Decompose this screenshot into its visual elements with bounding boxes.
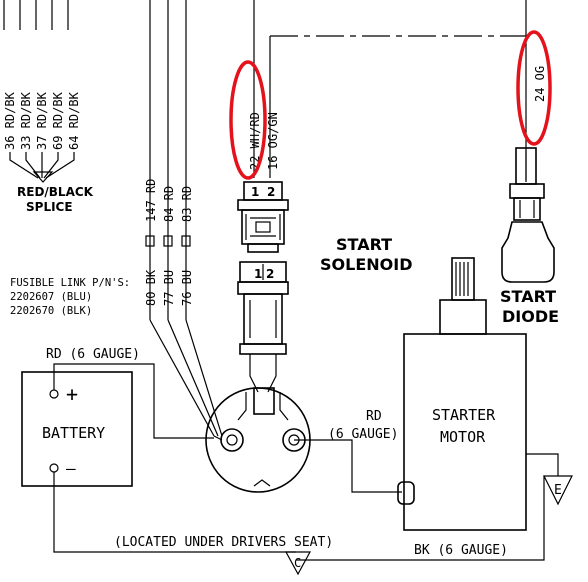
solenoid-to-starter-cable: [294, 439, 402, 493]
ground-c-symbol: [284, 551, 312, 576]
battery-negative-terminal: [49, 463, 59, 473]
splice-wire-label: 33 RD/BK: [19, 91, 33, 150]
fusible-link-part: 2202607 (BLU): [10, 291, 92, 303]
starter-motor-symbol: [397, 257, 527, 531]
fuse-wire-label: 77 BU: [162, 270, 176, 306]
ground-c-label: C: [294, 556, 301, 570]
battery-box: [21, 371, 133, 487]
rd-6-gauge-label-mid: RD: [366, 409, 382, 424]
fuse-wire-labels-bottom: 80 BK 77 BU 76 BU: [144, 269, 194, 306]
fuse-to-solenoid-wires: [149, 319, 223, 437]
fuse-wire-label: 84 RD: [162, 186, 176, 222]
connector-pin-label: 2: [267, 185, 275, 199]
battery-minus-symbol: —: [66, 459, 76, 478]
fuse-wire-label: 76 BU: [180, 270, 194, 306]
battery-positive-terminal: [49, 389, 59, 399]
splice-wires: [3, 0, 75, 183]
fuse-wires: [149, 0, 187, 320]
solenoid-wire-labels: 22 WH/RD 16 OG/GN: [248, 112, 280, 170]
diode-wire-label: 24 OG: [533, 66, 547, 102]
fuse-wire-label: 147 RD: [144, 179, 158, 222]
starter-ground-wire: [526, 453, 559, 476]
bk-6-gauge-label: BK (6 GAUGE): [414, 543, 508, 558]
splice-label: SPLICE: [26, 200, 73, 214]
battery-negative-cable: [53, 472, 296, 553]
battery-label: BATTERY: [42, 424, 105, 442]
connector-pin-label: 2: [266, 267, 274, 281]
solenoid-wires-top: [253, 0, 271, 178]
splice-wire-label: 36 RD/BK: [3, 91, 17, 150]
rd-6-gauge-label-mid: (6 GAUGE): [328, 427, 398, 442]
start-diode-label: DIODE: [502, 307, 559, 326]
fusible-link-part: 2202670 (BLK): [10, 305, 92, 317]
solenoid-wire-label: 22 WH/RD: [248, 112, 262, 170]
starter-bk-cable: [296, 476, 545, 561]
start-solenoid-label: SOLENOID: [320, 255, 412, 274]
start-diode-symbol: [501, 147, 555, 283]
splice-wire-group: 36 RD/BK 33 RD/BK 37 RD/BK 69 RD/BK 64 R…: [3, 91, 81, 150]
starter-motor-label: STARTER: [432, 406, 496, 424]
ground-e-symbol: [543, 475, 573, 506]
location-note: (LOCATED UNDER DRIVERS SEAT): [114, 535, 333, 550]
connector-upper: 1 2: [237, 181, 289, 253]
fusible-link-title: FUSIBLE LINK P/N'S:: [10, 277, 130, 289]
splice-wire-label: 69 RD/BK: [51, 91, 65, 150]
battery-plus-symbol: +: [66, 382, 78, 406]
connector-pin-label: 1: [254, 267, 262, 281]
start-solenoid-label: START: [336, 235, 392, 254]
splice-symbol: [32, 171, 54, 183]
connector-pin-label: 1: [251, 185, 259, 199]
connector-lower: 1 2: [237, 261, 289, 393]
splice-wire-label: 64 RD/BK: [67, 91, 81, 150]
fuse-link-symbols: [145, 235, 191, 247]
splice-wire-label: 37 RD/BK: [35, 91, 49, 150]
splice-label: RED/BLACK: [17, 185, 94, 199]
ground-e-label: E: [554, 483, 562, 498]
rd-6-gauge-label-top: RD (6 GAUGE): [46, 347, 140, 362]
fuse-wire-label: 83 RD: [180, 186, 194, 222]
fuse-wire-label: 80 BK: [144, 269, 158, 306]
start-diode-label: START: [500, 287, 556, 306]
highlight-circle-solenoid-wire: [229, 60, 267, 180]
fuse-wire-labels-top: 147 RD 84 RD 83 RD: [144, 179, 194, 222]
solenoid-wire-label: 16 OG/GN: [266, 112, 280, 170]
starter-motor-label: MOTOR: [440, 428, 486, 446]
battery-positive-cable: [53, 363, 214, 439]
highlight-circle-diode-wire: [516, 30, 552, 146]
